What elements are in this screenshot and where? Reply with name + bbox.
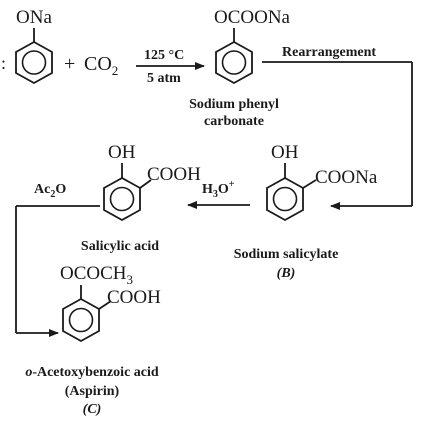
sodium-phenoxide: ONa bbox=[15, 7, 53, 85]
co2-label: CO2 bbox=[84, 53, 118, 78]
step1-temperature: 125 °C bbox=[144, 48, 184, 63]
carbonate-name-line2: carbonate bbox=[204, 114, 264, 129]
aspirin-common-name: (Aspirin) bbox=[65, 384, 120, 399]
phenoxide-ona-label: ONa bbox=[16, 7, 52, 28]
carbonate-aromatic-circle bbox=[221, 50, 247, 75]
salicylate-oh-label: OH bbox=[271, 142, 299, 163]
plus-sign: + bbox=[64, 53, 75, 75]
aspirin-ococh3-label: OCOCH3 bbox=[60, 263, 133, 287]
salicylate-ring bbox=[266, 176, 304, 222]
carbonate-name-line1: Sodium phenyl bbox=[189, 97, 279, 112]
salicylic-name: Salicylic acid bbox=[81, 239, 159, 254]
sodium-salicylate: OH COONa Sodium salicylate (B) bbox=[234, 142, 378, 281]
salicylate-letter: (B) bbox=[277, 266, 296, 281]
carbonate-ring bbox=[215, 40, 253, 85]
carbonate-substituent-label: OCOONa bbox=[214, 7, 291, 28]
salicylic-aromatic-circle bbox=[109, 186, 135, 212]
edge-glyph: : bbox=[1, 53, 6, 73]
aspirin: OCOCH3 COOH o-Acetoxybenzoic acid (Aspir… bbox=[25, 263, 161, 417]
salicylate-coona-label: COONa bbox=[315, 167, 378, 188]
salicylic-cooh-label: COOH bbox=[147, 164, 201, 185]
sodium-phenyl-carbonate: OCOONa Sodium phenyl carbonate bbox=[189, 7, 290, 129]
aspirin-cooh-bond bbox=[98, 300, 112, 310]
salicylate-coona-bond bbox=[302, 179, 317, 189]
phenoxide-aromatic-circle bbox=[21, 50, 47, 75]
acetylation-label: Ac2O bbox=[34, 182, 66, 200]
salicylic-ring bbox=[103, 176, 141, 222]
salicylic-oh-label: OH bbox=[108, 142, 136, 163]
aspirin-aromatic-circle bbox=[68, 307, 94, 333]
rearrangement-label: Rearrangement bbox=[282, 45, 376, 60]
aspirin-ring bbox=[62, 297, 100, 343]
acid-step-label: H3O+ bbox=[202, 179, 235, 200]
phenoxide-ring bbox=[15, 40, 53, 85]
salicylate-aromatic-circle bbox=[272, 186, 298, 212]
salicylic-cooh-bond bbox=[139, 179, 152, 189]
salicylate-name: Sodium salicylate bbox=[234, 247, 339, 262]
aspirin-cooh-label: COOH bbox=[107, 287, 161, 308]
aspirin-letter: (C) bbox=[83, 402, 102, 417]
aspirin-name: o-Acetoxybenzoic acid bbox=[25, 365, 159, 380]
step1-pressure: 5 atm bbox=[147, 71, 181, 86]
salicylic-acid: OH COOH Salicylic acid bbox=[81, 142, 201, 254]
